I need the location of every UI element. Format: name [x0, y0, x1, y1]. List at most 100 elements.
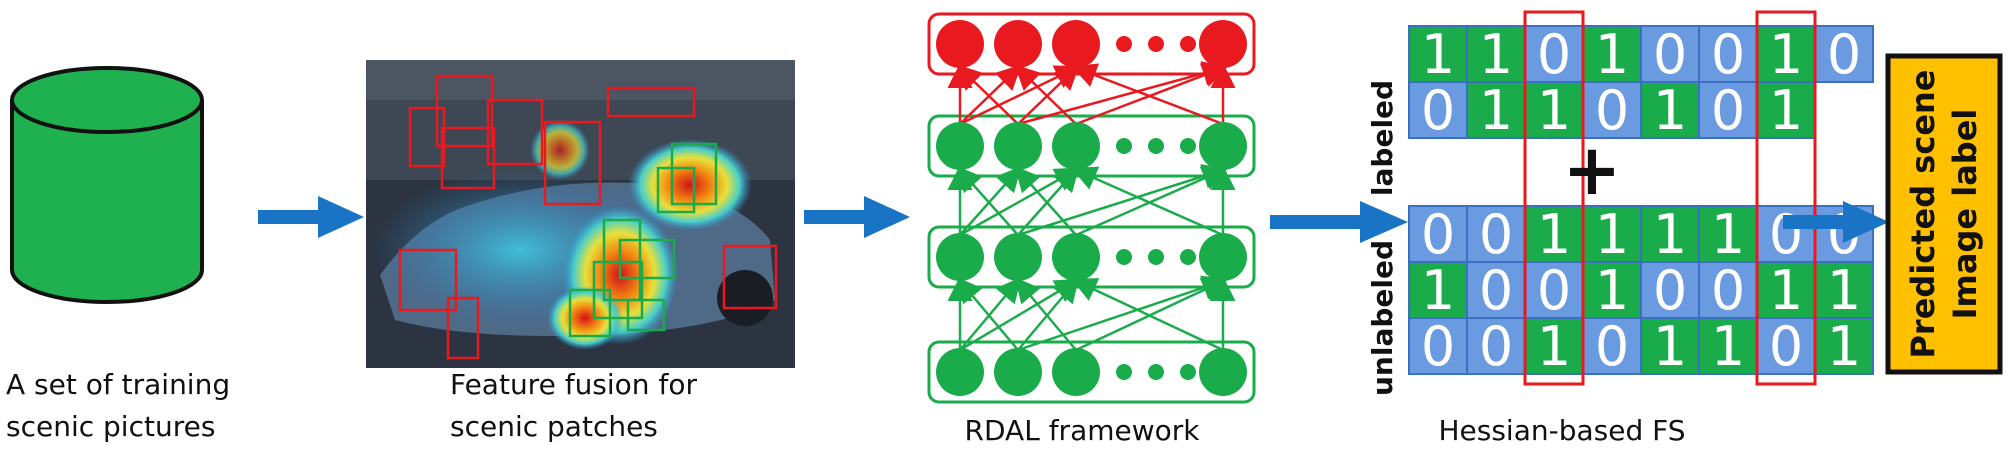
network-node — [1052, 233, 1100, 281]
network-node — [1199, 122, 1247, 170]
selected-feature-column — [1523, 10, 1585, 386]
plus-sign: + — [1563, 129, 1622, 211]
labeled-bit: 0 — [1711, 23, 1745, 86]
output-line1: Predicted scene — [1904, 69, 1942, 358]
labeled-bit: 1 — [1769, 79, 1803, 142]
flow-arrow-1 — [258, 196, 364, 238]
network-connection — [1014, 166, 1077, 236]
unlabeled-cell — [1756, 317, 1816, 375]
unlabeled-bit: 0 — [1595, 315, 1629, 378]
unlabeled-cell — [1698, 261, 1758, 319]
stage2-caption-line2: scenic patches — [450, 410, 658, 443]
unlabeled-bit: 0 — [1421, 203, 1455, 266]
labeled-cell — [1640, 25, 1700, 83]
labeled-bit: 0 — [1827, 23, 1861, 86]
unlabeled-cell — [1814, 261, 1874, 319]
unlabeled-bit: 1 — [1421, 259, 1455, 322]
unlabeled-bit: 1 — [1595, 259, 1629, 322]
unlabeled-bit: 1 — [1653, 315, 1687, 378]
selected-feature-column — [1755, 10, 1817, 386]
labeled-bit: 0 — [1537, 23, 1571, 86]
network-connection — [1014, 64, 1077, 125]
unlabeled-bit: 1 — [1595, 203, 1629, 266]
network-node — [1052, 122, 1100, 170]
labeled-bit: 1 — [1479, 79, 1513, 142]
network-ellipsis-dot — [1116, 364, 1132, 380]
labeled-cell — [1466, 81, 1526, 139]
unlabeled-bit: 0 — [1537, 259, 1571, 322]
unlabeled-cell — [1640, 205, 1700, 263]
network-ellipsis-dot — [1180, 364, 1196, 380]
labeled-bit: 1 — [1595, 23, 1629, 86]
unlabeled-bit: 0 — [1479, 203, 1513, 266]
network-ellipsis-dot — [1148, 138, 1164, 154]
labeled-side-label: labeled — [1366, 80, 1399, 196]
heatmap-photo-image — [366, 60, 795, 368]
network-ellipsis-dot — [1180, 36, 1196, 52]
network-ellipsis-dot — [1180, 249, 1196, 265]
unlabeled-bit: 0 — [1653, 259, 1687, 322]
labeled-cell — [1698, 81, 1758, 139]
unlabeled-bit: 1 — [1711, 315, 1745, 378]
network-connection — [1071, 166, 1224, 237]
stage1-caption-line1: A set of training — [6, 368, 230, 401]
network-ellipsis-dot — [1148, 36, 1164, 52]
unlabeled-bit: 1 — [1711, 203, 1745, 266]
network-ellipsis-dot — [1180, 138, 1196, 154]
network-connection — [959, 167, 1081, 237]
output-label-box: Predicted scene Image label — [1885, 53, 2003, 375]
network-node — [994, 348, 1042, 396]
stage4-caption: Hessian-based FS — [1438, 414, 1685, 447]
unlabeled-bit: 1 — [1827, 315, 1861, 378]
flow-arrow-3 — [1270, 201, 1408, 243]
network-connection — [959, 65, 1081, 126]
stage3-caption: RDAL framework — [965, 414, 1201, 447]
labeled-bit: 1 — [1479, 23, 1513, 86]
output-line2: Image label — [1946, 109, 1984, 320]
unlabeled-bit: 1 — [1769, 259, 1803, 322]
network-node — [936, 122, 984, 170]
network-connection — [1071, 278, 1224, 352]
labeled-bit: 0 — [1421, 79, 1455, 142]
unlabeled-bit: 1 — [1827, 259, 1861, 322]
network-connection — [1014, 277, 1077, 351]
network-node — [1199, 233, 1247, 281]
patch-boxes — [398, 74, 778, 360]
unlabeled-bit: 0 — [1479, 259, 1513, 322]
labeled-bit: 1 — [1653, 79, 1687, 142]
database-cylinder-icon — [10, 66, 204, 304]
labeled-cell — [1582, 25, 1642, 83]
network-ellipsis-dot — [1116, 36, 1132, 52]
flow-arrow-2 — [804, 196, 910, 238]
feature-selection-matrix: 110100100110101001111001001001100101101 — [1408, 10, 1874, 386]
network-ellipsis-dot — [1148, 364, 1164, 380]
network-connection — [1017, 61, 1228, 126]
labeled-bit: 0 — [1711, 79, 1745, 142]
labeled-cell — [1408, 81, 1468, 139]
labeled-bit: 1 — [1537, 79, 1571, 142]
unlabeled-bit: 0 — [1711, 259, 1745, 322]
network-ellipsis-dot — [1116, 138, 1132, 154]
labeled-bit: 0 — [1653, 23, 1687, 86]
network-node — [1052, 20, 1100, 68]
unlabeled-bit: 0 — [1769, 315, 1803, 378]
labeled-bit: 1 — [1421, 23, 1455, 86]
network-connection — [956, 166, 1019, 236]
network-node — [994, 122, 1042, 170]
network-node — [936, 233, 984, 281]
labeled-cell — [1814, 25, 1874, 83]
unlabeled-bit: 0 — [1479, 315, 1513, 378]
unlabeled-bit: 1 — [1537, 203, 1571, 266]
unlabeled-cell — [1466, 261, 1526, 319]
network-connection — [1017, 275, 1228, 352]
network-connection — [959, 278, 1081, 352]
network-connection — [1017, 164, 1228, 237]
unlabeled-bit: 1 — [1653, 203, 1687, 266]
unlabeled-bit: 0 — [1421, 315, 1455, 378]
labeled-cell — [1466, 25, 1526, 83]
labeled-bit: 0 — [1595, 79, 1629, 142]
network-node — [936, 20, 984, 68]
unlabeled-bit: 0 — [1769, 203, 1803, 266]
unlabeled-side-label: unlabeled — [1366, 240, 1399, 396]
